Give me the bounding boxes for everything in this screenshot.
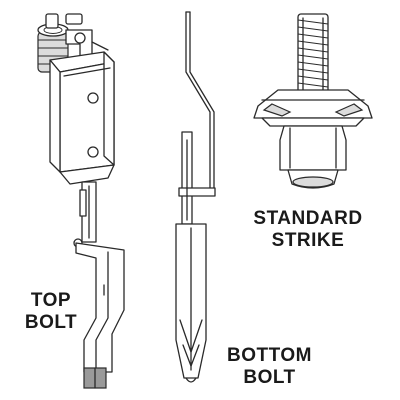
strike-screw bbox=[297, 13, 329, 95]
bottom-bolt-plunger bbox=[175, 223, 207, 383]
top-bolt-offset bbox=[75, 242, 125, 389]
top-bolt-rod bbox=[73, 181, 97, 248]
top-bolt-label-line1: TOP bbox=[30, 290, 72, 311]
bottom-bolt-wire bbox=[185, 11, 215, 195]
top-bolt-cam bbox=[37, 13, 109, 73]
standard-strike-label: STANDARD STRIKE bbox=[248, 208, 368, 252]
top-bolt-bracket bbox=[49, 51, 115, 185]
strike-body bbox=[279, 125, 347, 189]
bottom-bolt-label: BOTTOM BOLT bbox=[222, 345, 317, 389]
bottom-bolt-label-line2: BOLT bbox=[243, 367, 296, 388]
top-bolt-drawing bbox=[37, 13, 125, 389]
standard-strike-label-line1: STANDARD bbox=[253, 208, 363, 229]
strike-flange bbox=[253, 89, 373, 127]
bottom-bolt-rod bbox=[178, 131, 216, 225]
bottom-bolt-drawing bbox=[175, 11, 216, 383]
bottom-bolt-label-line1: BOTTOM bbox=[227, 345, 312, 366]
standard-strike-drawing bbox=[253, 13, 373, 189]
standard-strike-label-line2: STRIKE bbox=[271, 230, 345, 251]
top-bolt-label: TOP BOLT bbox=[16, 290, 86, 334]
top-bolt-label-line2: BOLT bbox=[24, 312, 78, 333]
